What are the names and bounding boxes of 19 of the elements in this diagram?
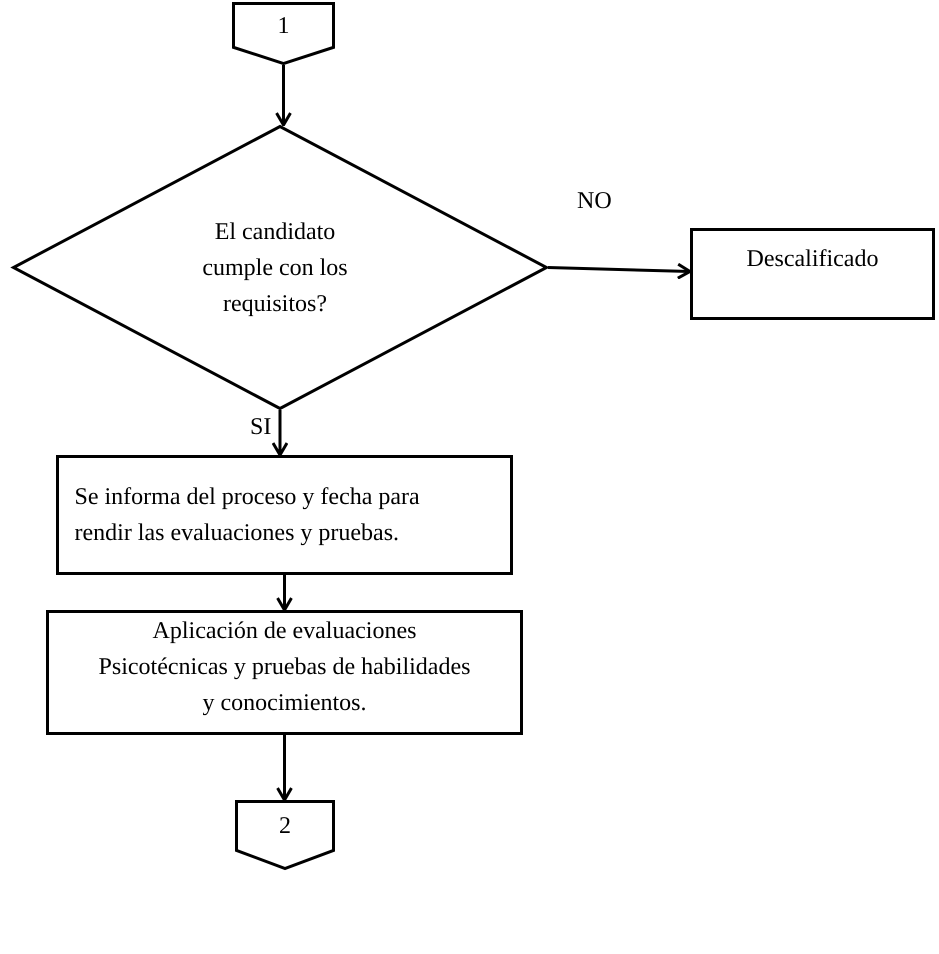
node-text: 2 — [278, 812, 292, 841]
process-box — [690, 228, 935, 320]
process-box — [46, 610, 523, 735]
node-text: Descalificado — [746, 245, 880, 274]
decision-diamond — [12, 125, 548, 410]
arrow — [548, 262, 692, 280]
node-text: 1 — [276, 12, 290, 40]
arrow — [275, 65, 292, 126]
process-box — [56, 455, 513, 575]
node-text: Se informa del proceso y fecha para rendir las evaluaciones y pruebas. — [74, 483, 421, 548]
node-text: Aplicación de evaluaciones Psicotécnicas y pruebas de habilidades y conocimientos. — [98, 616, 472, 718]
edge-label: SI — [250, 414, 272, 441]
arrow — [272, 410, 288, 456]
arrow — [276, 575, 293, 612]
off-page-connector — [235, 800, 335, 870]
arrow — [276, 735, 293, 802]
edge-label: NO — [577, 188, 612, 215]
node-text: El candidato cumple con los requisitos? — [201, 218, 349, 318]
off-page-connector — [232, 2, 335, 65]
